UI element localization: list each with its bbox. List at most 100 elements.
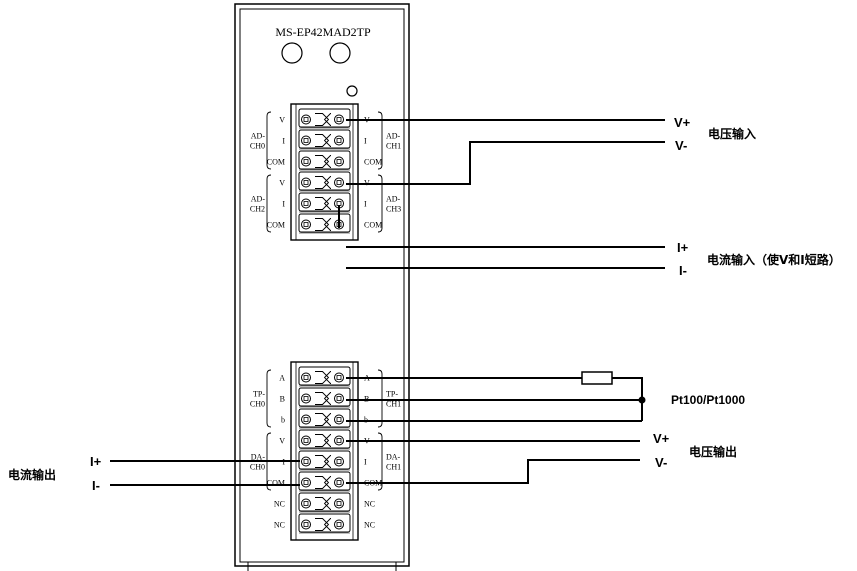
current-output-plus-label: I+ [90,454,102,469]
upper-screw-right [334,177,344,188]
lower-screw-left [301,456,311,467]
wiring [110,119,665,486]
led-indicator-left [281,42,303,64]
upper-lever-left [315,155,330,168]
upper-lever-left [315,176,330,189]
lower-screw-right [334,456,344,467]
lower-screw-right [334,372,344,383]
wire-voltage-output-minus [346,459,640,484]
upper-left-group-channel: CH2 [250,205,265,214]
lower-left-pin-label: NC [274,500,285,509]
upper-screw-left [301,198,311,209]
upper-terminal-slot [298,171,351,191]
upper-lever-left [315,197,330,210]
lower-left-pin-label: NC [274,521,285,530]
upper-right-group-channel: CH1 [386,142,401,151]
lower-lever-left [315,497,330,510]
module-model: MS-EP42MAD2TP [275,25,371,39]
voltage-output-label: 电压输出 [689,444,737,459]
lower-right-pin-label: NC [364,500,375,509]
status-dot [346,85,358,97]
current-output-minus-label: I- [92,478,100,493]
voltage-input-minus-label: V- [675,138,687,153]
module-leds [281,42,358,97]
upper-right-group-bracket [377,174,383,233]
lower-screw-right [334,414,344,425]
upper-screw-right [334,114,344,125]
lower-terminal-slot [298,366,351,386]
lower-screw-left [301,519,311,530]
upper-lever-right [323,218,331,231]
upper-screw-left [301,177,311,188]
upper-left-pin-label: COM [267,221,285,230]
lower-terminal-slot [298,471,351,491]
voltage-output-annotation: V+ V- 电压输出 [653,431,737,470]
lower-left-pin-label: COM [267,479,285,488]
lower-left-pin-label: B [280,395,285,404]
current-input-label: 电流输入（使V和I短路） [707,252,841,267]
upper-right-group-channel: CH3 [386,205,401,214]
voltage-output-minus-label: V- [655,455,667,470]
lower-lever-right [323,413,331,426]
upper-terminal-slot [298,129,351,149]
lower-lever-left [315,476,330,489]
upper-right-group-bracket [377,111,383,170]
current-output-annotation: I+ I- 电流输出 [8,454,102,493]
lower-lever-right [323,476,331,489]
upper-lever-left [315,218,330,231]
voltage-input-label: 电压输入 [708,126,756,141]
upper-screw-right [334,135,344,146]
voltage-output-plus-label: V+ [653,431,670,446]
lower-terminal-slot [298,429,351,449]
wire-rtd-a-right [612,377,643,421]
current-output-label: 电流输出 [8,467,56,482]
lower-right-group-label: DA- [386,453,401,462]
lower-screw-right [334,477,344,488]
current-input-annotation: I+ I- 电流输入（使V和I短路） [677,240,841,278]
upper-screw-left [301,156,311,167]
lower-lever-left [315,392,330,405]
upper-lever-right [323,176,331,189]
lower-left-group-label: TP- [253,390,265,399]
lower-lever-left [315,413,330,426]
upper-right-pin-label: I [364,137,367,146]
led-indicator-right [329,42,351,64]
lower-screw-right [334,435,344,446]
rtd-junction-dot [638,396,646,404]
lower-lever-right [323,455,331,468]
upper-left-group-bracket [266,174,272,233]
lower-lever-right [323,392,331,405]
lower-lever-left [315,434,330,447]
module-housing [234,3,410,571]
upper-lever-left [315,113,330,126]
upper-left-group-label: AD- [251,132,266,141]
lower-lever-left [315,455,330,468]
lower-screw-right [334,519,344,530]
lower-screw-left [301,414,311,425]
lower-lever-right [323,434,331,447]
upper-left-pin-label: I [282,200,285,209]
upper-terminal-slot [298,150,351,170]
voltage-input-annotation: V+ V- 电压输入 [674,115,756,153]
upper-left-group-label: AD- [251,195,266,204]
lower-lever-right [323,371,331,384]
upper-terminal-slot [298,213,351,233]
lower-left-group-channel: CH0 [250,463,265,472]
lower-lever-left [315,518,330,531]
lower-right-pin-label: NC [364,521,375,530]
lower-terminal-slot [298,408,351,428]
upper-terminal-slot [298,192,351,212]
upper-screw-right [334,156,344,167]
upper-right-pin-label: I [364,200,367,209]
upper-screw-left [301,219,311,230]
current-input-minus-label: I- [679,263,687,278]
lower-screw-left [301,372,311,383]
rtd-resistor [581,371,613,385]
upper-left-pin-label: COM [267,158,285,167]
lower-right-pin-label: I [364,458,367,467]
upper-lever-right [323,134,331,147]
upper-right-pin-label: COM [364,221,382,230]
upper-screw-left [301,114,311,125]
